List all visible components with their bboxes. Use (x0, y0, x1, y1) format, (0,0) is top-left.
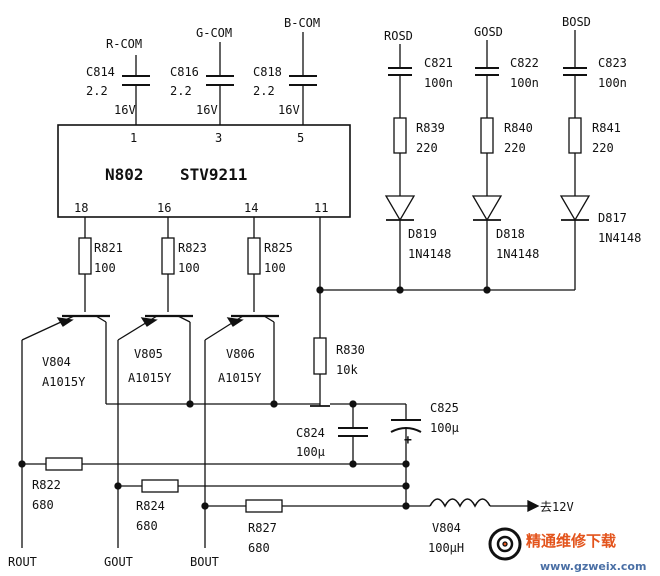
d819-part: 1N4148 (408, 247, 451, 261)
c823-ref: C823 (598, 56, 627, 70)
c824-ref: C824 (296, 426, 325, 440)
r830-value: 10k (336, 363, 358, 377)
inductor-ref: V804 (432, 521, 461, 535)
c824-value: 100µ (296, 445, 325, 459)
ic-pin-16: 16 (157, 201, 171, 215)
r822-value: 680 (32, 498, 54, 512)
c814-voltage: 16V (114, 103, 136, 117)
com-coupling-caps: R-COM G-COM B-COM C814 2.2 16V C816 2.2 … (86, 16, 320, 125)
rout-label: ROUT (8, 555, 37, 569)
r839-value: 220 (416, 141, 438, 155)
c816-voltage: 16V (196, 103, 218, 117)
d818-part: 1N4148 (496, 247, 539, 261)
collector-bus: C824 100µ + C825 100µ (106, 400, 459, 506)
c821-value: 100n (424, 76, 453, 90)
osd-bus: R830 10k (313, 217, 575, 406)
r824-ref: R824 (136, 499, 165, 513)
r825-value: 100 (264, 261, 286, 275)
r821-value: 100 (94, 261, 116, 275)
ic-pin-1: 1 (130, 131, 137, 145)
r823-ref: R823 (178, 241, 207, 255)
c814-value: 2.2 (86, 84, 108, 98)
r827-value: 680 (248, 541, 270, 555)
output-network: R822 680 R824 680 R827 680 去12V V804 100… (8, 457, 574, 569)
watermark-url: www.gzweix.com (540, 560, 646, 573)
ic-part-number: STV9211 (180, 165, 247, 184)
ic-pin-14: 14 (244, 201, 258, 215)
d819-ref: D819 (408, 227, 437, 241)
inductor-value: 100µH (428, 541, 464, 555)
v805-part: A1015Y (128, 371, 172, 385)
c816-ref: C816 (170, 65, 199, 79)
c825-value: 100µ (430, 421, 459, 435)
bout-label: BOUT (190, 555, 219, 569)
r830-ref: R830 (336, 343, 365, 357)
ic-designator: N802 (105, 165, 144, 184)
ic-pin-3: 3 (215, 131, 222, 145)
supply-12v-label: 去12V (540, 500, 574, 514)
ic-n802: N802 STV9211 1 3 5 18 16 14 11 (57, 124, 351, 218)
v805-ref: V805 (134, 347, 163, 361)
c825-ref: C825 (430, 401, 459, 415)
c825-polarity-plus: + (404, 433, 412, 448)
c814-ref: C814 (86, 65, 115, 79)
c818-value: 2.2 (253, 84, 275, 98)
d818-ref: D818 (496, 227, 525, 241)
gout-label: GOUT (104, 555, 133, 569)
ic-pin-11: 11 (314, 201, 328, 215)
c823-value: 100n (598, 76, 627, 90)
r840-ref: R840 (504, 121, 533, 135)
c822-value: 100n (510, 76, 539, 90)
osd-branches: ROSD GOSD BOSD C821 100n C822 100n C823 … (384, 15, 641, 290)
r841-value: 220 (592, 141, 614, 155)
r825-ref: R825 (264, 241, 293, 255)
r822-ref: R822 (32, 478, 61, 492)
r821-ref: R821 (94, 241, 123, 255)
r824-value: 680 (136, 519, 158, 533)
transistors: V804 A1015Y V805 A1015Y V806 A1015Y (21, 314, 279, 506)
rosd-label: ROSD (384, 29, 413, 43)
v804-ref: V804 (42, 355, 71, 369)
v806-part: A1015Y (218, 371, 262, 385)
ic-pin-5: 5 (297, 131, 304, 145)
c821-ref: C821 (424, 56, 453, 70)
gosd-label: GOSD (474, 25, 503, 39)
c822-ref: C822 (510, 56, 539, 70)
v804-part: A1015Y (42, 375, 86, 389)
watermark: 精通维修下载 www.gzweix.com (488, 527, 646, 573)
r841-ref: R841 (592, 121, 621, 135)
v806-ref: V806 (226, 347, 255, 361)
ic-pin-18: 18 (74, 201, 88, 215)
base-resistors: R821 100 R823 100 R825 100 (78, 217, 293, 312)
g-com-label: G-COM (196, 26, 232, 40)
b-com-label: B-COM (284, 16, 320, 30)
c818-voltage: 16V (278, 103, 300, 117)
r-com-label: R-COM (106, 37, 142, 51)
d817-part: 1N4148 (598, 231, 641, 245)
r839-ref: R839 (416, 121, 445, 135)
d817-ref: D817 (598, 211, 627, 225)
c818-ref: C818 (253, 65, 282, 79)
r823-value: 100 (178, 261, 200, 275)
c816-value: 2.2 (170, 84, 192, 98)
bosd-label: BOSD (562, 15, 591, 29)
watermark-title: 精通维修下载 (526, 532, 616, 550)
r827-ref: R827 (248, 521, 277, 535)
r840-value: 220 (504, 141, 526, 155)
